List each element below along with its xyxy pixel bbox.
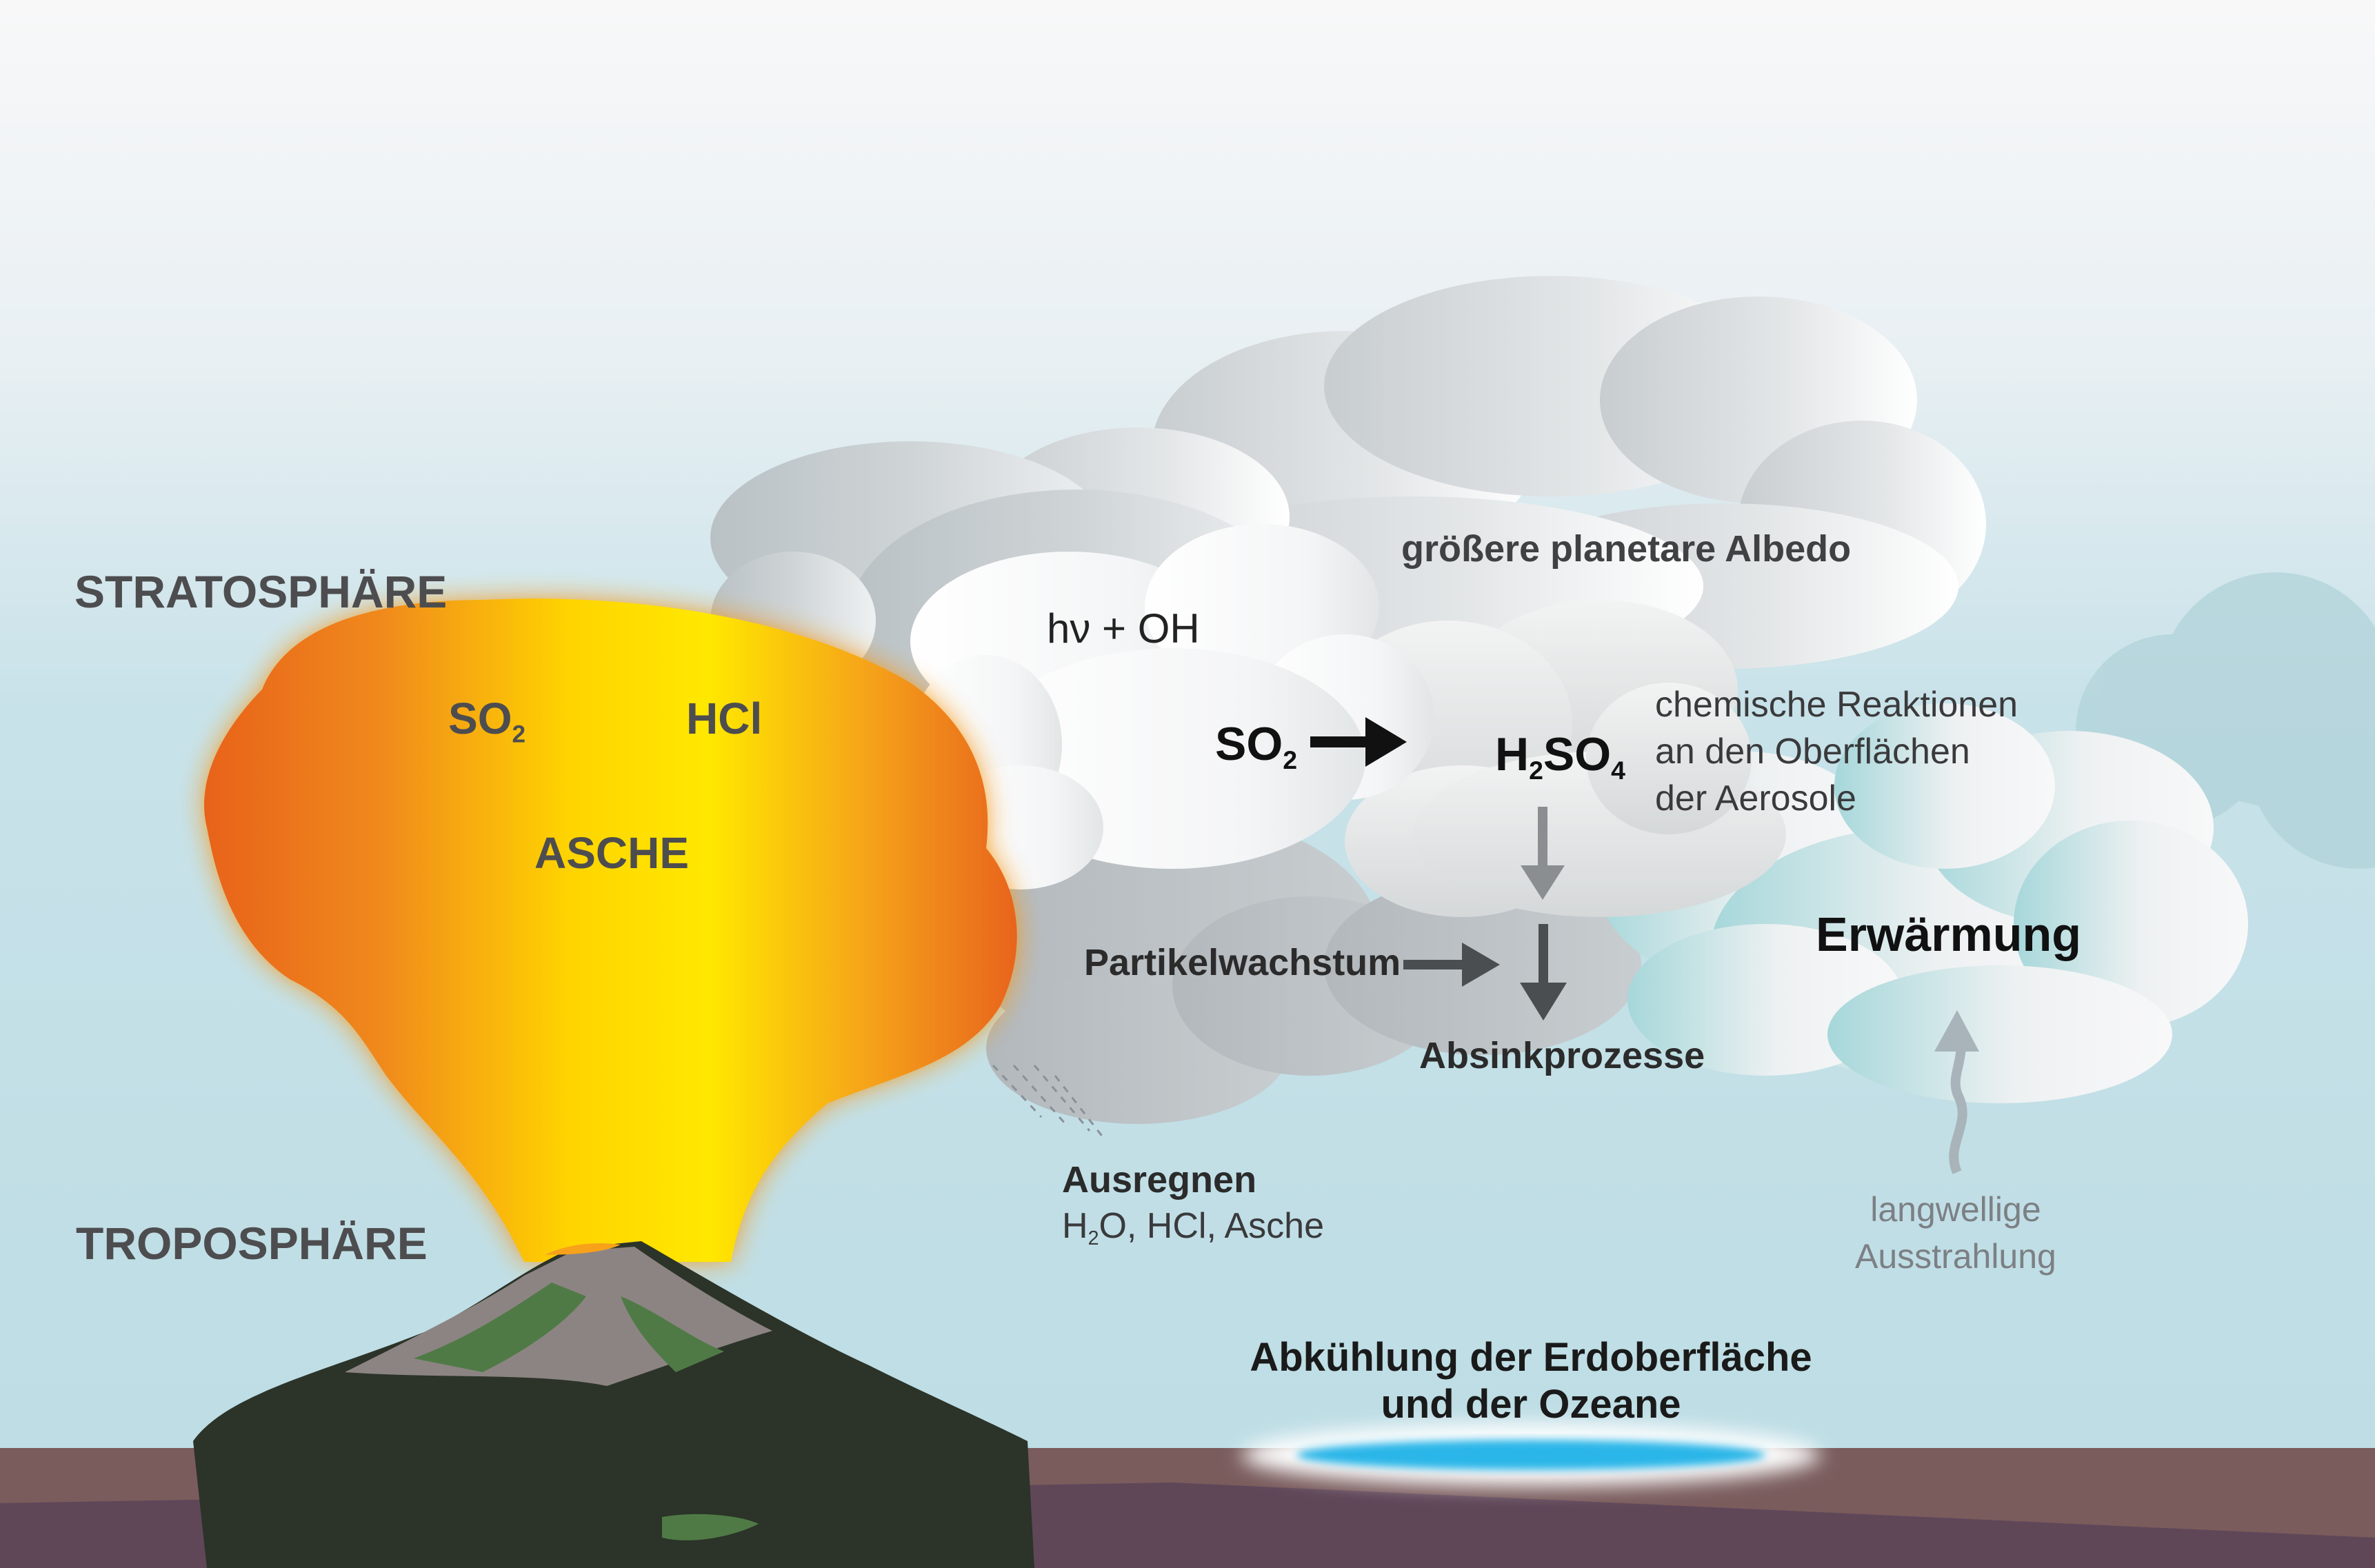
sinking-label: Absinkprozesse: [1419, 1035, 1705, 1076]
plume-so2-label: SO2: [448, 694, 526, 748]
cooling-label: Abkühlung der Erdoberfläche und der Ozea…: [1250, 1335, 1812, 1427]
reactions-label: chemische Reaktionen an den Oberflächen …: [1655, 685, 2018, 818]
photolysis-label: hν + OH: [1047, 605, 1200, 652]
plume-ash-label: ASCHE: [534, 828, 690, 878]
troposphere-label: TROPOSPHÄRE: [76, 1218, 428, 1269]
warming-label: Erwärmung: [1816, 907, 2082, 961]
stratosphere-label: STRATOSPHÄRE: [74, 566, 448, 617]
particle-growth-arrow: [1403, 943, 1500, 987]
cloud-so2-label: SO2: [1215, 718, 1298, 775]
particle-growth-label: Partikelwachstum: [1084, 942, 1401, 983]
longwave-arrow: [1934, 1010, 1979, 1174]
volcano: [193, 1241, 1034, 1568]
longwave-label: langwellige Ausstrahlung: [1855, 1190, 2056, 1276]
rain-streaks: [992, 1064, 1105, 1138]
plume-hcl-label: HCl: [686, 694, 763, 743]
eruption-plume: [204, 599, 1017, 1262]
h2so4-down-arrow: [1521, 807, 1565, 900]
h2so4-label: H2SO4: [1495, 728, 1625, 785]
so2-to-h2so4-arrow: [1310, 717, 1407, 767]
rainout-title: Ausregnen: [1062, 1159, 1257, 1200]
so2-cloud: [910, 524, 1434, 889]
albedo-label: größere planetare Albedo: [1401, 528, 1852, 570]
rainout-substances: H2O, HCl, Asche: [1062, 1206, 1325, 1249]
distant-cloud: [2076, 572, 2375, 869]
sinking-arrow: [1520, 924, 1567, 1021]
ocean-glow: [1241, 1424, 1821, 1486]
